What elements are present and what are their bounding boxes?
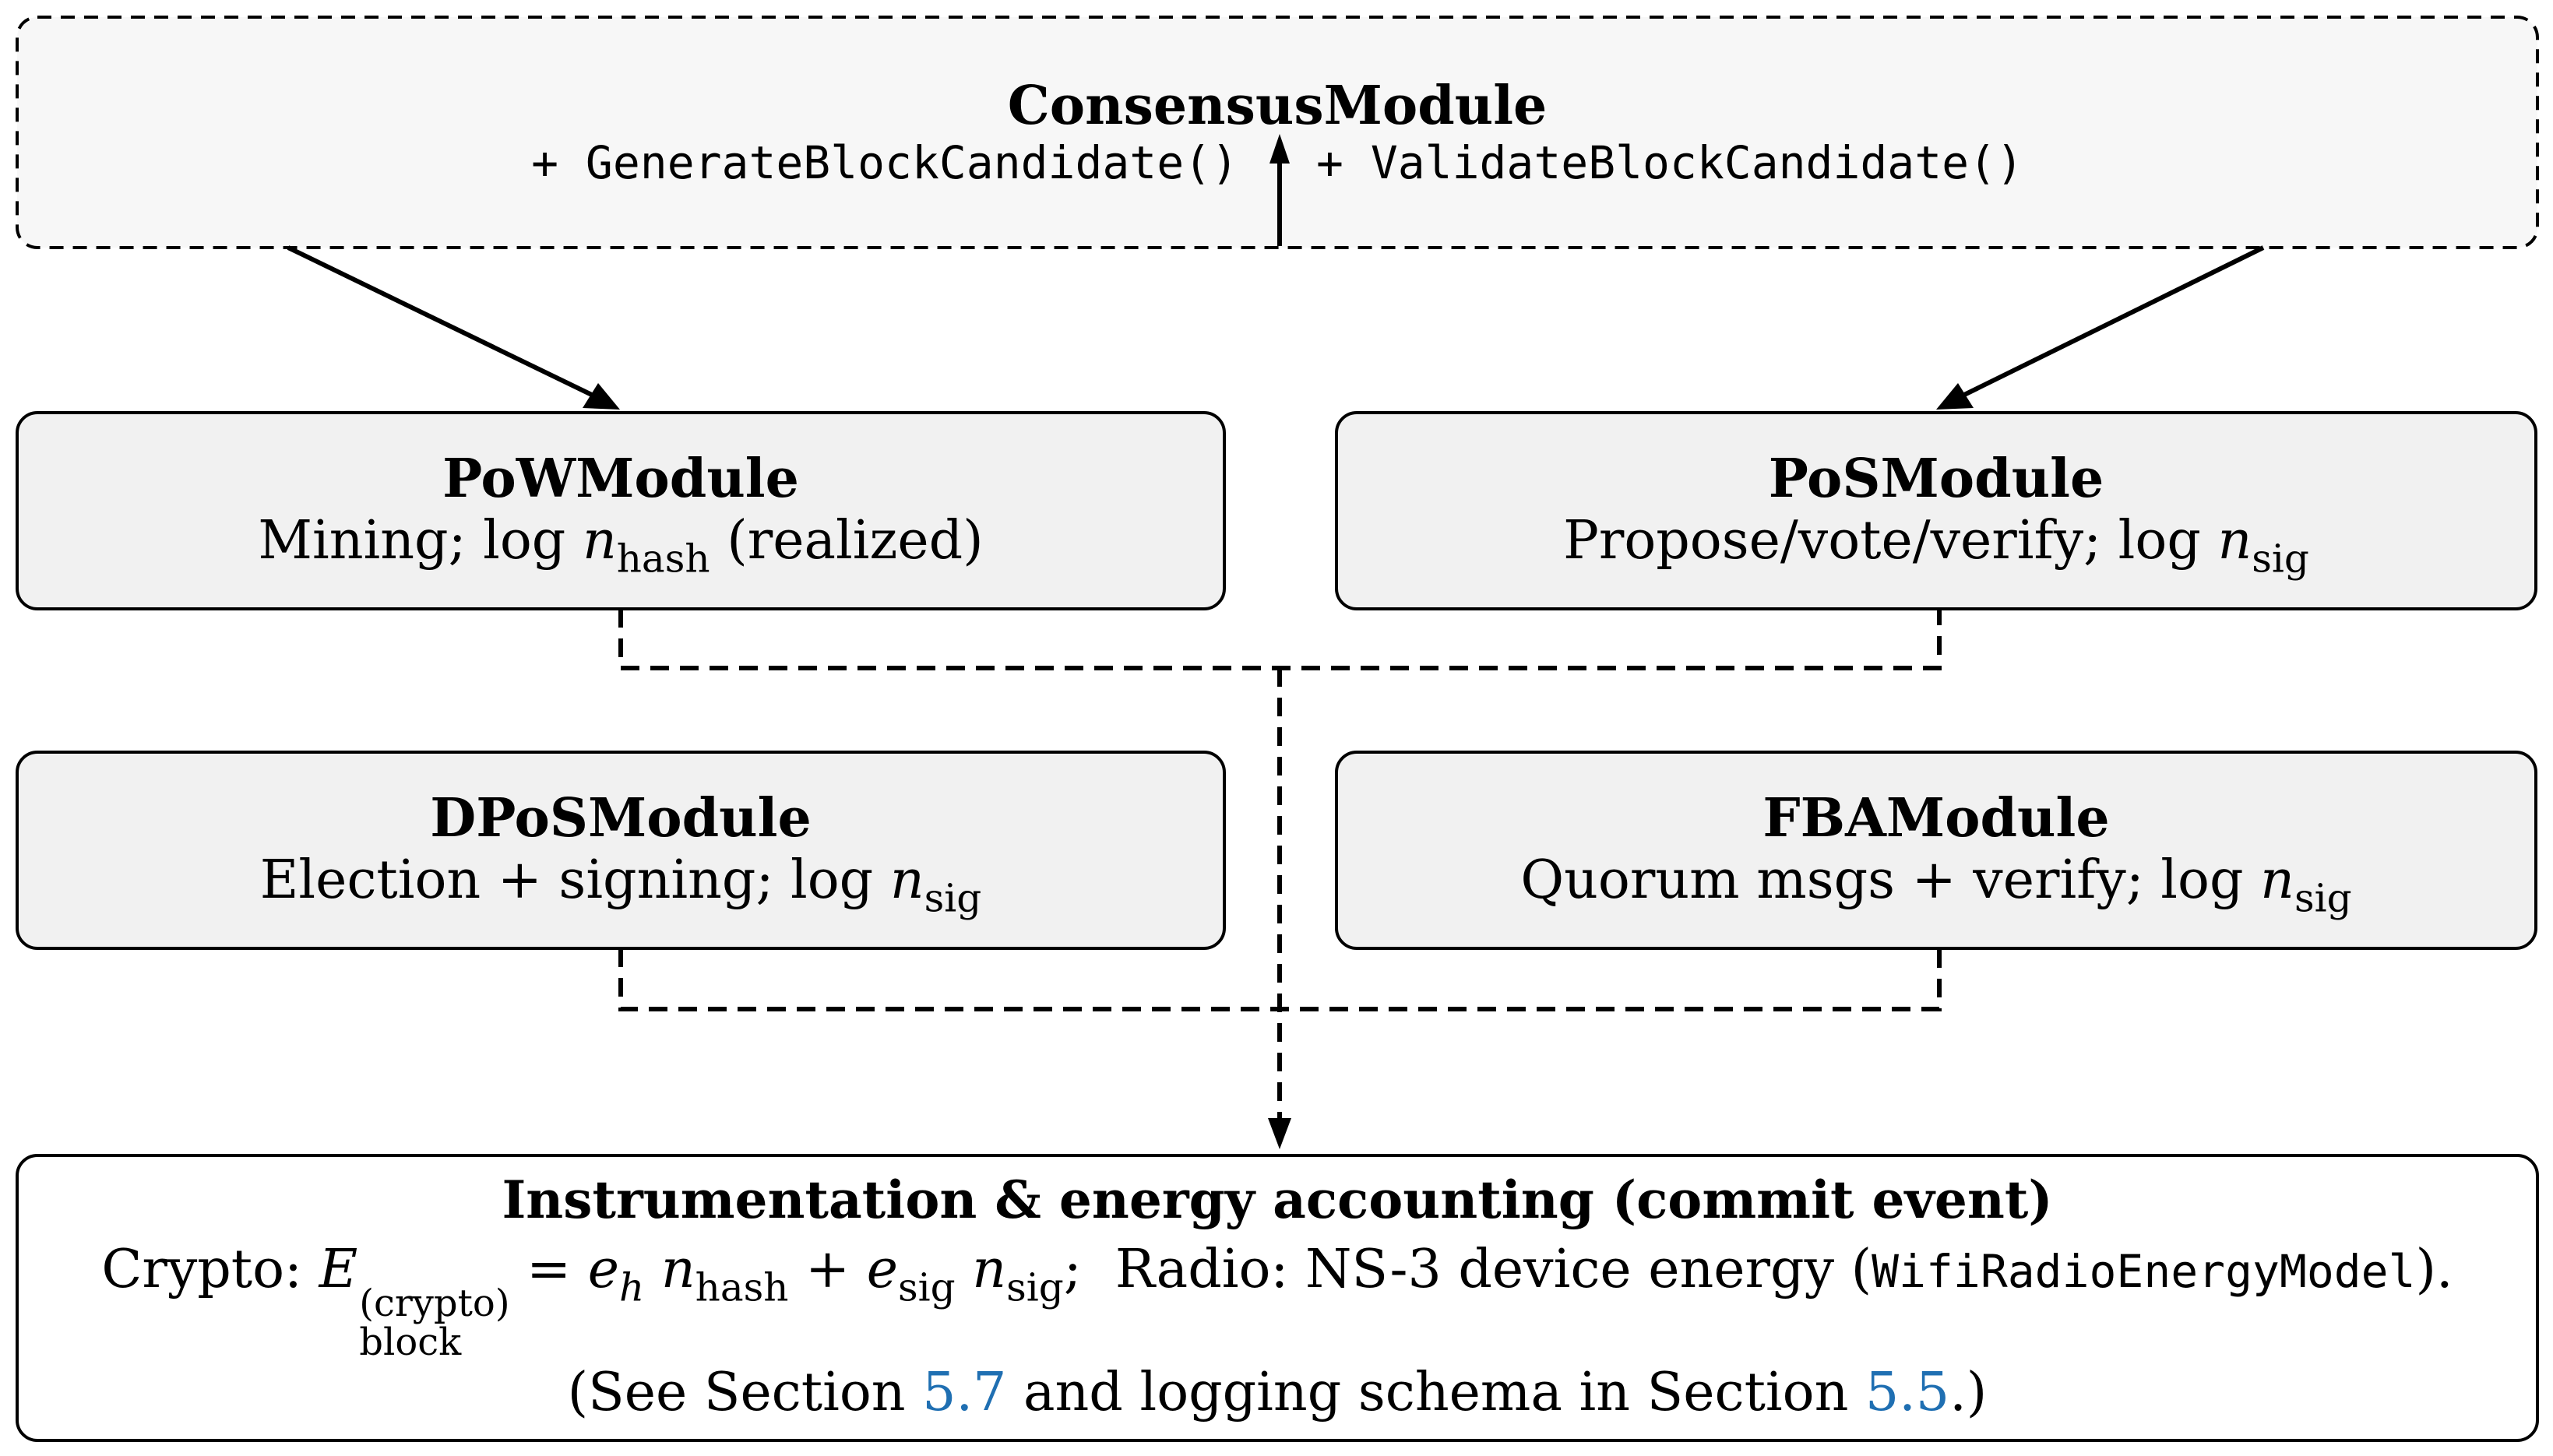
pow-title: PoWModule [442,448,799,511]
radio-energy-model-name: WifiRadioEnergyModel [1872,1244,2416,1298]
section-5-5-link[interactable]: 5.5 [1865,1362,1950,1424]
dashed-bus-upper [618,609,1942,670]
arrowhead-up [1269,134,1290,164]
consensus-methods: + GenerateBlockCandidate() + ValidateBlo… [531,136,2023,189]
fba-title: FBAModule [1762,787,2110,850]
validate-block-candidate-method: + ValidateBlockCandidate() [1316,136,2023,190]
pos-description: Propose/vote/verify; log nsig [1563,510,2309,582]
generate-block-candidate-method: + GenerateBlockCandidate() [531,136,1238,190]
consensus-box-frame [16,16,2539,249]
fba-module: FBAModule Quorum msgs + verify; log nsig [1336,752,2536,948]
dpos-module: DPoSModule Election + signing; log nsig [17,752,1224,948]
dpos-description: Election + signing; log nsig [259,849,982,921]
instrumentation-box-frame [16,1154,2539,1442]
instrumentation-title: Instrumentation & energy accounting (com… [502,1169,2053,1231]
section-references: (See Section 5.7 and logging schema in S… [567,1362,1988,1424]
instrumentation-module: Instrumentation & energy accounting (com… [17,1155,2537,1440]
arrowhead-pow [583,383,620,410]
consensus-module: ConsensusModule + GenerateBlockCandidate… [17,17,2537,248]
arrow-consensus-to-pos [1955,245,2265,401]
pow-description: Mining; log nhash (realized) [258,510,984,582]
arrow-consensus-to-pow [287,245,601,401]
arrowhead-pos [1936,383,1974,410]
pos-box-frame [1335,411,2537,610]
arrowhead-instrumentation [1268,1118,1291,1149]
pow-module: PoWModule Mining; log nhash (realized) [17,413,1224,609]
pos-title: PoSModule [1768,448,2104,511]
pos-module: PoSModule Propose/vote/verify; log nsig [1336,413,2536,609]
dpos-title: DPoSModule [430,787,812,850]
fba-description: Quorum msgs + verify; log nsig [1520,849,2352,921]
energy-formula: Crypto: E(crypto)block = eh nhash + esig… [101,1238,2453,1365]
consensus-title: ConsensusModule [1007,74,1548,137]
fba-box-frame [1335,751,2537,950]
section-5-7-link[interactable]: 5.7 [922,1362,1007,1424]
